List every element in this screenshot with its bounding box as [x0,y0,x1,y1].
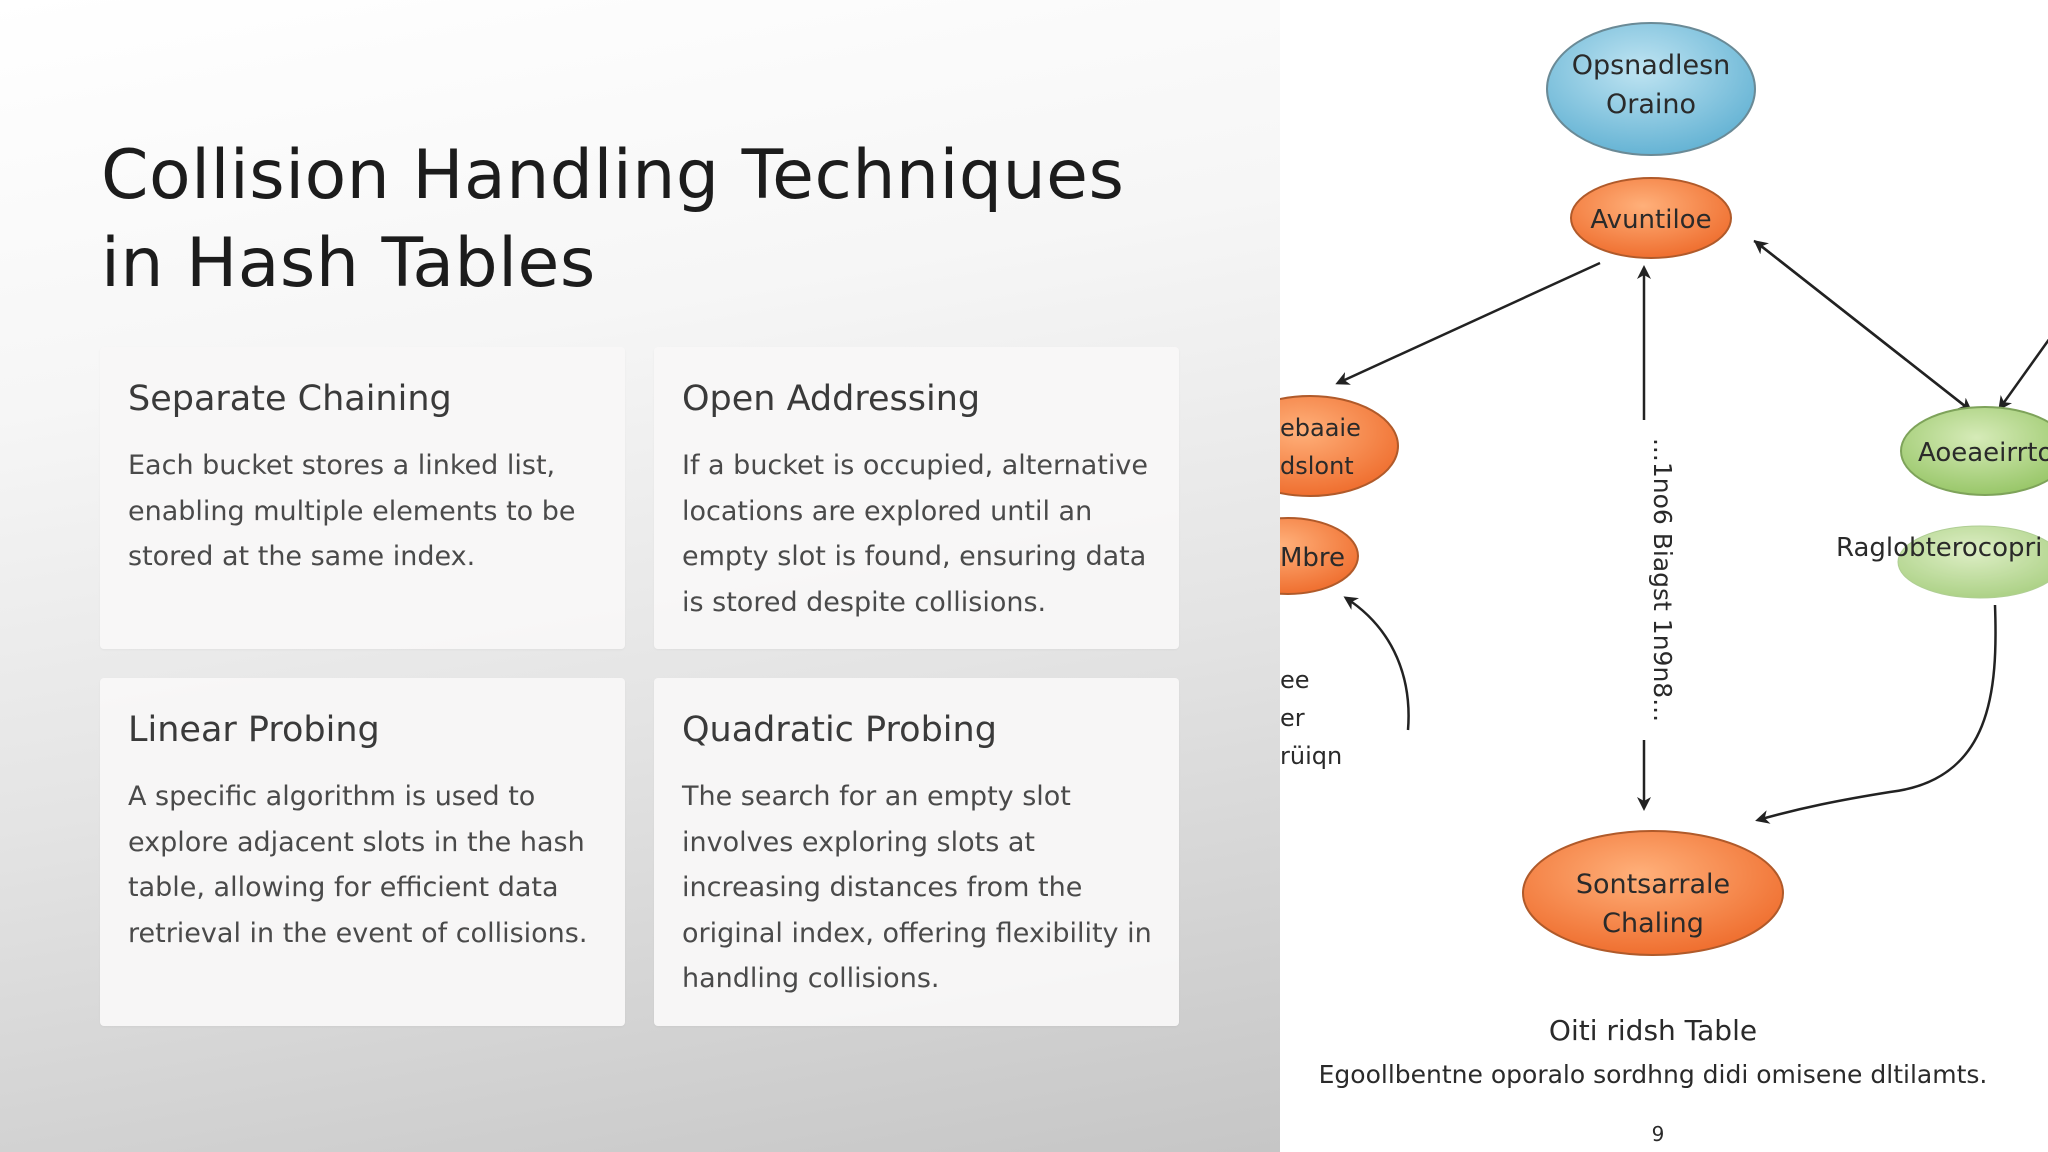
left-label-line1: ee [1280,666,1310,694]
edge-offscreen-right [1998,338,2048,411]
vertical-label-bg [1624,420,1664,740]
vertical-label: ...1no6 Biagst 1n9n8... [1648,438,1677,722]
node-left-line1: ebaaie [1280,414,1361,442]
card-body: A specific algorithm is used to explore … [128,781,588,949]
node-center: Avuntiloe [1570,177,1732,259]
node-bottom-line1: Sontsarrale [1576,869,1730,900]
node-bottom-line2: Chaling [1602,908,1704,939]
card-body: If a bucket is occupied, alternative loc… [682,450,1148,618]
title-line-2: in Hash Tables [101,224,596,303]
hash-diagram: Opsnadlesn Oraino Avuntiloe ebaaie dslon… [1280,22,2048,1146]
node-right-label: Aoeaeirrto [1918,438,2048,468]
diagram-page-mark: 9 [1652,1122,1665,1146]
edge-right-center [1753,240,1971,411]
diagram-caption-title: Oiti ridsh Table [1549,1014,1757,1047]
right-label: Raglobterocopri [1836,533,2042,563]
node-bottom: Sontsarrale Chaling [1522,830,1784,956]
title-line-1: Collision Handling Techniques [101,136,1125,215]
node-left2-label: Mbre [1280,543,1345,573]
card-body: Each bucket stores a linked list, enabli… [128,450,576,572]
card-open-addressing: Open Addressing If a bucket is occupied,… [654,347,1179,649]
diagram-panel: Opsnadlesn Oraino Avuntiloe ebaaie dslon… [1280,0,2048,1152]
node-top-line1: Opsnadlesn [1572,50,1731,81]
node-right: Aoeaeirrto [1897,406,2048,599]
edge-stub [1753,239,1757,244]
diagram-caption-body: Egoollbentne oporalo sordhng didi omisen… [1319,1060,1988,1089]
node-center-label: Avuntiloe [1590,205,1711,235]
left-label-line2: er [1280,704,1305,732]
left-label-line3: rüiqn [1280,742,1342,770]
edge-curve-right [1755,604,1997,824]
node-top-line2: Oraino [1606,89,1696,120]
card-linear-probing: Linear Probing A specific algorithm is u… [100,678,625,1026]
card-heading: Separate Chaining [128,379,452,419]
node-left-line2: dslont [1280,452,1354,480]
card-heading: Linear Probing [128,710,380,750]
card-heading: Quadratic Probing [682,710,997,750]
card-separate-chaining: Separate Chaining Each bucket stores a l… [100,347,625,649]
card-heading: Open Addressing [682,379,981,419]
node-left: ebaaie dslont [1280,395,1399,497]
node-left-2: Mbre [1280,517,1359,595]
edge-curve-left [1343,596,1410,731]
content-panel: Collision Handling Techniques in Hash Tab… [0,0,1280,1152]
page-title: Collision Handling Techniques in Hash Tab… [101,132,1201,308]
node-top: Opsnadlesn Oraino [1546,22,1756,156]
card-body: The search for an empty slot involves ex… [682,781,1152,994]
card-quadratic-probing: Quadratic Probing The search for an empt… [654,678,1179,1026]
edge-center-left [1335,261,1601,385]
